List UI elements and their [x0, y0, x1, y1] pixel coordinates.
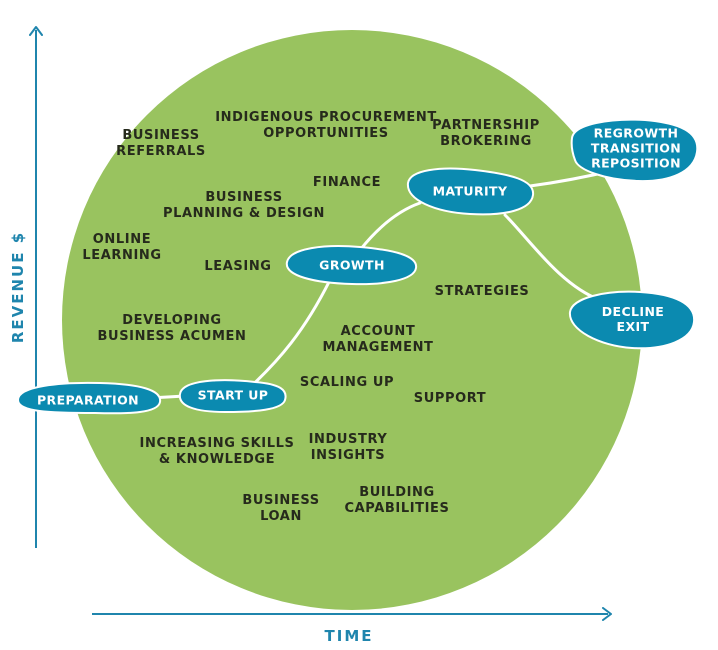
service-business-referrals: BUSINESS REFERRALS [116, 128, 206, 159]
growth-blob [285, 245, 418, 286]
service-partnership-brokering: PARTNERSHIP BROKERING [432, 118, 540, 149]
stage-start-up-label: START UP [197, 387, 269, 403]
lifecycle-path-maturity [358, 201, 422, 252]
regrowth-blob [570, 118, 699, 183]
service-indigenous-procurement: INDIGENOUS PROCUREMENT OPPORTUNITIES [215, 110, 437, 141]
service-support: SUPPORT [413, 391, 487, 406]
service-leasing: LEASING [204, 259, 272, 274]
service-building-capabilities: BUILDING CAPABILITIES [344, 485, 450, 516]
stage-growth-label: GROWTH [319, 257, 385, 273]
y-axis-label: REVENUE $ [9, 230, 27, 344]
service-account-management: ACCOUNT MANAGEMENT [322, 324, 434, 355]
stage-decline-label: DECLINE EXIT [601, 304, 665, 334]
service-finance: FINANCE [312, 175, 382, 190]
service-industry-insights: INDUSTRY INSIGHTS [308, 432, 388, 463]
service-increasing-skills: INCREASING SKILLS & KNOWLEDGE [139, 436, 295, 467]
stage-preparation-label: PREPARATION [36, 392, 140, 408]
x-axis-label: TIME [324, 627, 374, 645]
service-online-learning: ONLINE LEARNING [82, 232, 162, 263]
preparation-blob [16, 381, 162, 415]
lifecycle-path-decline [503, 213, 602, 302]
stage-regrowth-label: REGROWTH TRANSITION REPOSITION [590, 125, 682, 171]
stage-maturity-label: MATURITY [432, 183, 508, 199]
service-developing-acumen: DEVELOPING BUSINESS ACUMEN [97, 313, 247, 344]
maturity-blob [406, 167, 535, 216]
service-business-loan: BUSINESS LOAN [242, 493, 320, 524]
decline-blob [568, 290, 696, 350]
service-scaling-up: SCALING UP [299, 375, 395, 390]
start-up-blob [178, 379, 287, 414]
service-strategies: STRATEGIES [434, 284, 530, 299]
service-business-planning: BUSINESS PLANNING & DESIGN [162, 190, 326, 221]
